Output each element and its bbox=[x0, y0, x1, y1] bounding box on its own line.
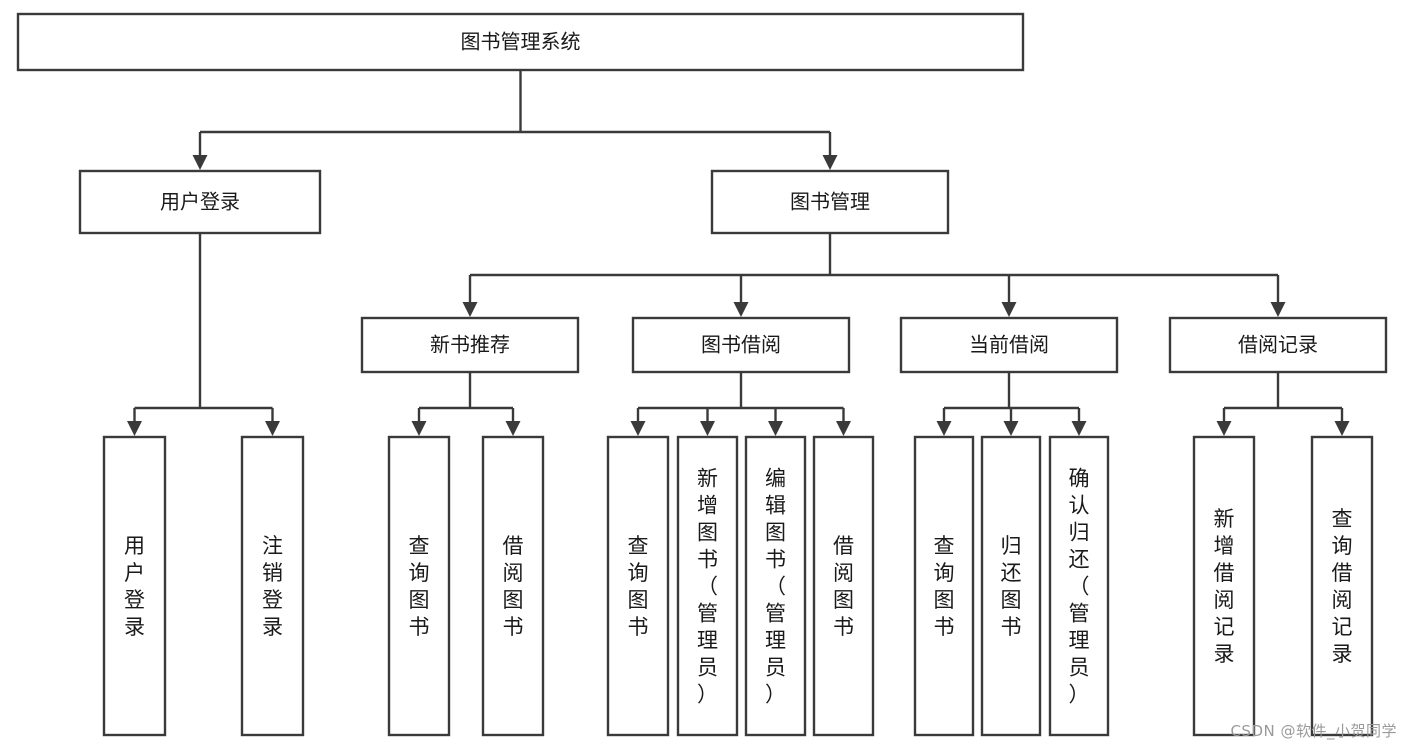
root-system[interactable]: 图书管理系统 bbox=[16, 12, 1025, 72]
arrow-head-icon bbox=[505, 421, 521, 436]
leaf-query-book-2[interactable]: 查询图书 bbox=[606, 435, 670, 737]
leaf-borrow-book-1-label: 借阅图书 bbox=[503, 534, 524, 639]
leaf-query-borrow-record[interactable]: 查询借阅记录 bbox=[1310, 435, 1374, 737]
leaf-query-book-1-label: 查询图书 bbox=[409, 534, 430, 639]
leaf-borrow-book-1[interactable]: 借阅图书 bbox=[481, 435, 545, 737]
arrow-head-icon bbox=[1216, 421, 1232, 436]
leaf-borrow-book-2-label: 借阅图书 bbox=[833, 534, 854, 639]
arrow-head-icon bbox=[1003, 421, 1019, 436]
node-book-borrow-label: 图书借阅 bbox=[701, 333, 781, 357]
arrow-head-icon bbox=[700, 421, 715, 436]
arrow-head-icon bbox=[1001, 302, 1017, 317]
node-borrow-record[interactable]: 借阅记录 bbox=[1168, 316, 1388, 374]
arrow-head-icon bbox=[127, 421, 142, 436]
arrow-head-icon bbox=[1334, 421, 1350, 436]
arrow-head-icon bbox=[822, 155, 838, 170]
arrow-head-icon bbox=[192, 155, 208, 170]
leaf-query-book-3-label: 查询图书 bbox=[934, 534, 955, 639]
arrow-head-icon bbox=[1071, 421, 1087, 436]
leaf-confirm-return-admin[interactable]: 确认归还（管理员） bbox=[1048, 435, 1110, 737]
node-current-borrow-label: 当前借阅 bbox=[969, 333, 1049, 357]
leaf-edit-book-admin-label: 编辑图书（管理员） bbox=[765, 467, 786, 707]
node-new-book-recommend-label: 新书推荐 bbox=[430, 333, 510, 357]
node-user-login[interactable]: 用户登录 bbox=[78, 169, 322, 235]
arrow-head-icon bbox=[836, 421, 851, 436]
node-book-management[interactable]: 图书管理 bbox=[710, 169, 950, 235]
arrow-head-icon bbox=[768, 421, 783, 436]
leaf-user-logout[interactable]: 注销登录 bbox=[240, 435, 305, 737]
node-user-login-label: 用户登录 bbox=[160, 190, 240, 214]
leaf-add-book-admin-label: 新增图书（管理员） bbox=[697, 467, 718, 707]
node-borrow-record-label: 借阅记录 bbox=[1238, 333, 1318, 357]
arrow-head-icon bbox=[1270, 302, 1286, 317]
leaf-query-borrow-record-label: 查询借阅记录 bbox=[1332, 507, 1353, 666]
node-layer: 图书管理系统用户登录图书管理用户登录注销登录新书推荐查询图书借阅图书图书借阅查询… bbox=[16, 12, 1388, 737]
leaf-return-book[interactable]: 归还图书 bbox=[980, 435, 1042, 737]
leaf-user-logout-label: 注销登录 bbox=[262, 534, 283, 639]
watermark-label: CSDN @软件_小贺同学 bbox=[1230, 722, 1397, 740]
leaf-edit-book-admin[interactable]: 编辑图书（管理员） bbox=[744, 435, 807, 737]
node-current-borrow[interactable]: 当前借阅 bbox=[899, 316, 1119, 374]
leaf-add-book-admin[interactable]: 新增图书（管理员） bbox=[676, 435, 739, 737]
arrow-head-icon bbox=[733, 302, 749, 317]
arrow-head-icon bbox=[936, 421, 952, 436]
leaf-query-book-3[interactable]: 查询图书 bbox=[913, 435, 975, 737]
arrow-head-icon bbox=[411, 421, 427, 436]
node-book-management-label: 图书管理 bbox=[790, 190, 870, 214]
leaf-return-book-label: 归还图书 bbox=[1001, 534, 1022, 639]
root-system-label: 图书管理系统 bbox=[461, 30, 581, 54]
leaf-borrow-book-2[interactable]: 借阅图书 bbox=[812, 435, 875, 737]
node-new-book-recommend[interactable]: 新书推荐 bbox=[360, 316, 580, 374]
arrow-head-icon bbox=[265, 421, 280, 436]
leaf-confirm-return-admin-label: 确认归还（管理员） bbox=[1069, 467, 1090, 707]
arrow-head-icon bbox=[630, 421, 646, 436]
leaf-user-login-label: 用户登录 bbox=[124, 534, 145, 639]
arrow-head-icon bbox=[462, 302, 478, 317]
leaf-add-borrow-record-label: 新增借阅记录 bbox=[1214, 507, 1235, 666]
leaf-query-book-1[interactable]: 查询图书 bbox=[387, 435, 451, 737]
connector-layer bbox=[127, 70, 1350, 436]
leaf-user-login[interactable]: 用户登录 bbox=[102, 435, 167, 737]
leaf-add-borrow-record[interactable]: 新增借阅记录 bbox=[1192, 435, 1256, 737]
node-book-borrow[interactable]: 图书借阅 bbox=[631, 316, 851, 374]
leaf-query-book-2-label: 查询图书 bbox=[628, 534, 649, 639]
